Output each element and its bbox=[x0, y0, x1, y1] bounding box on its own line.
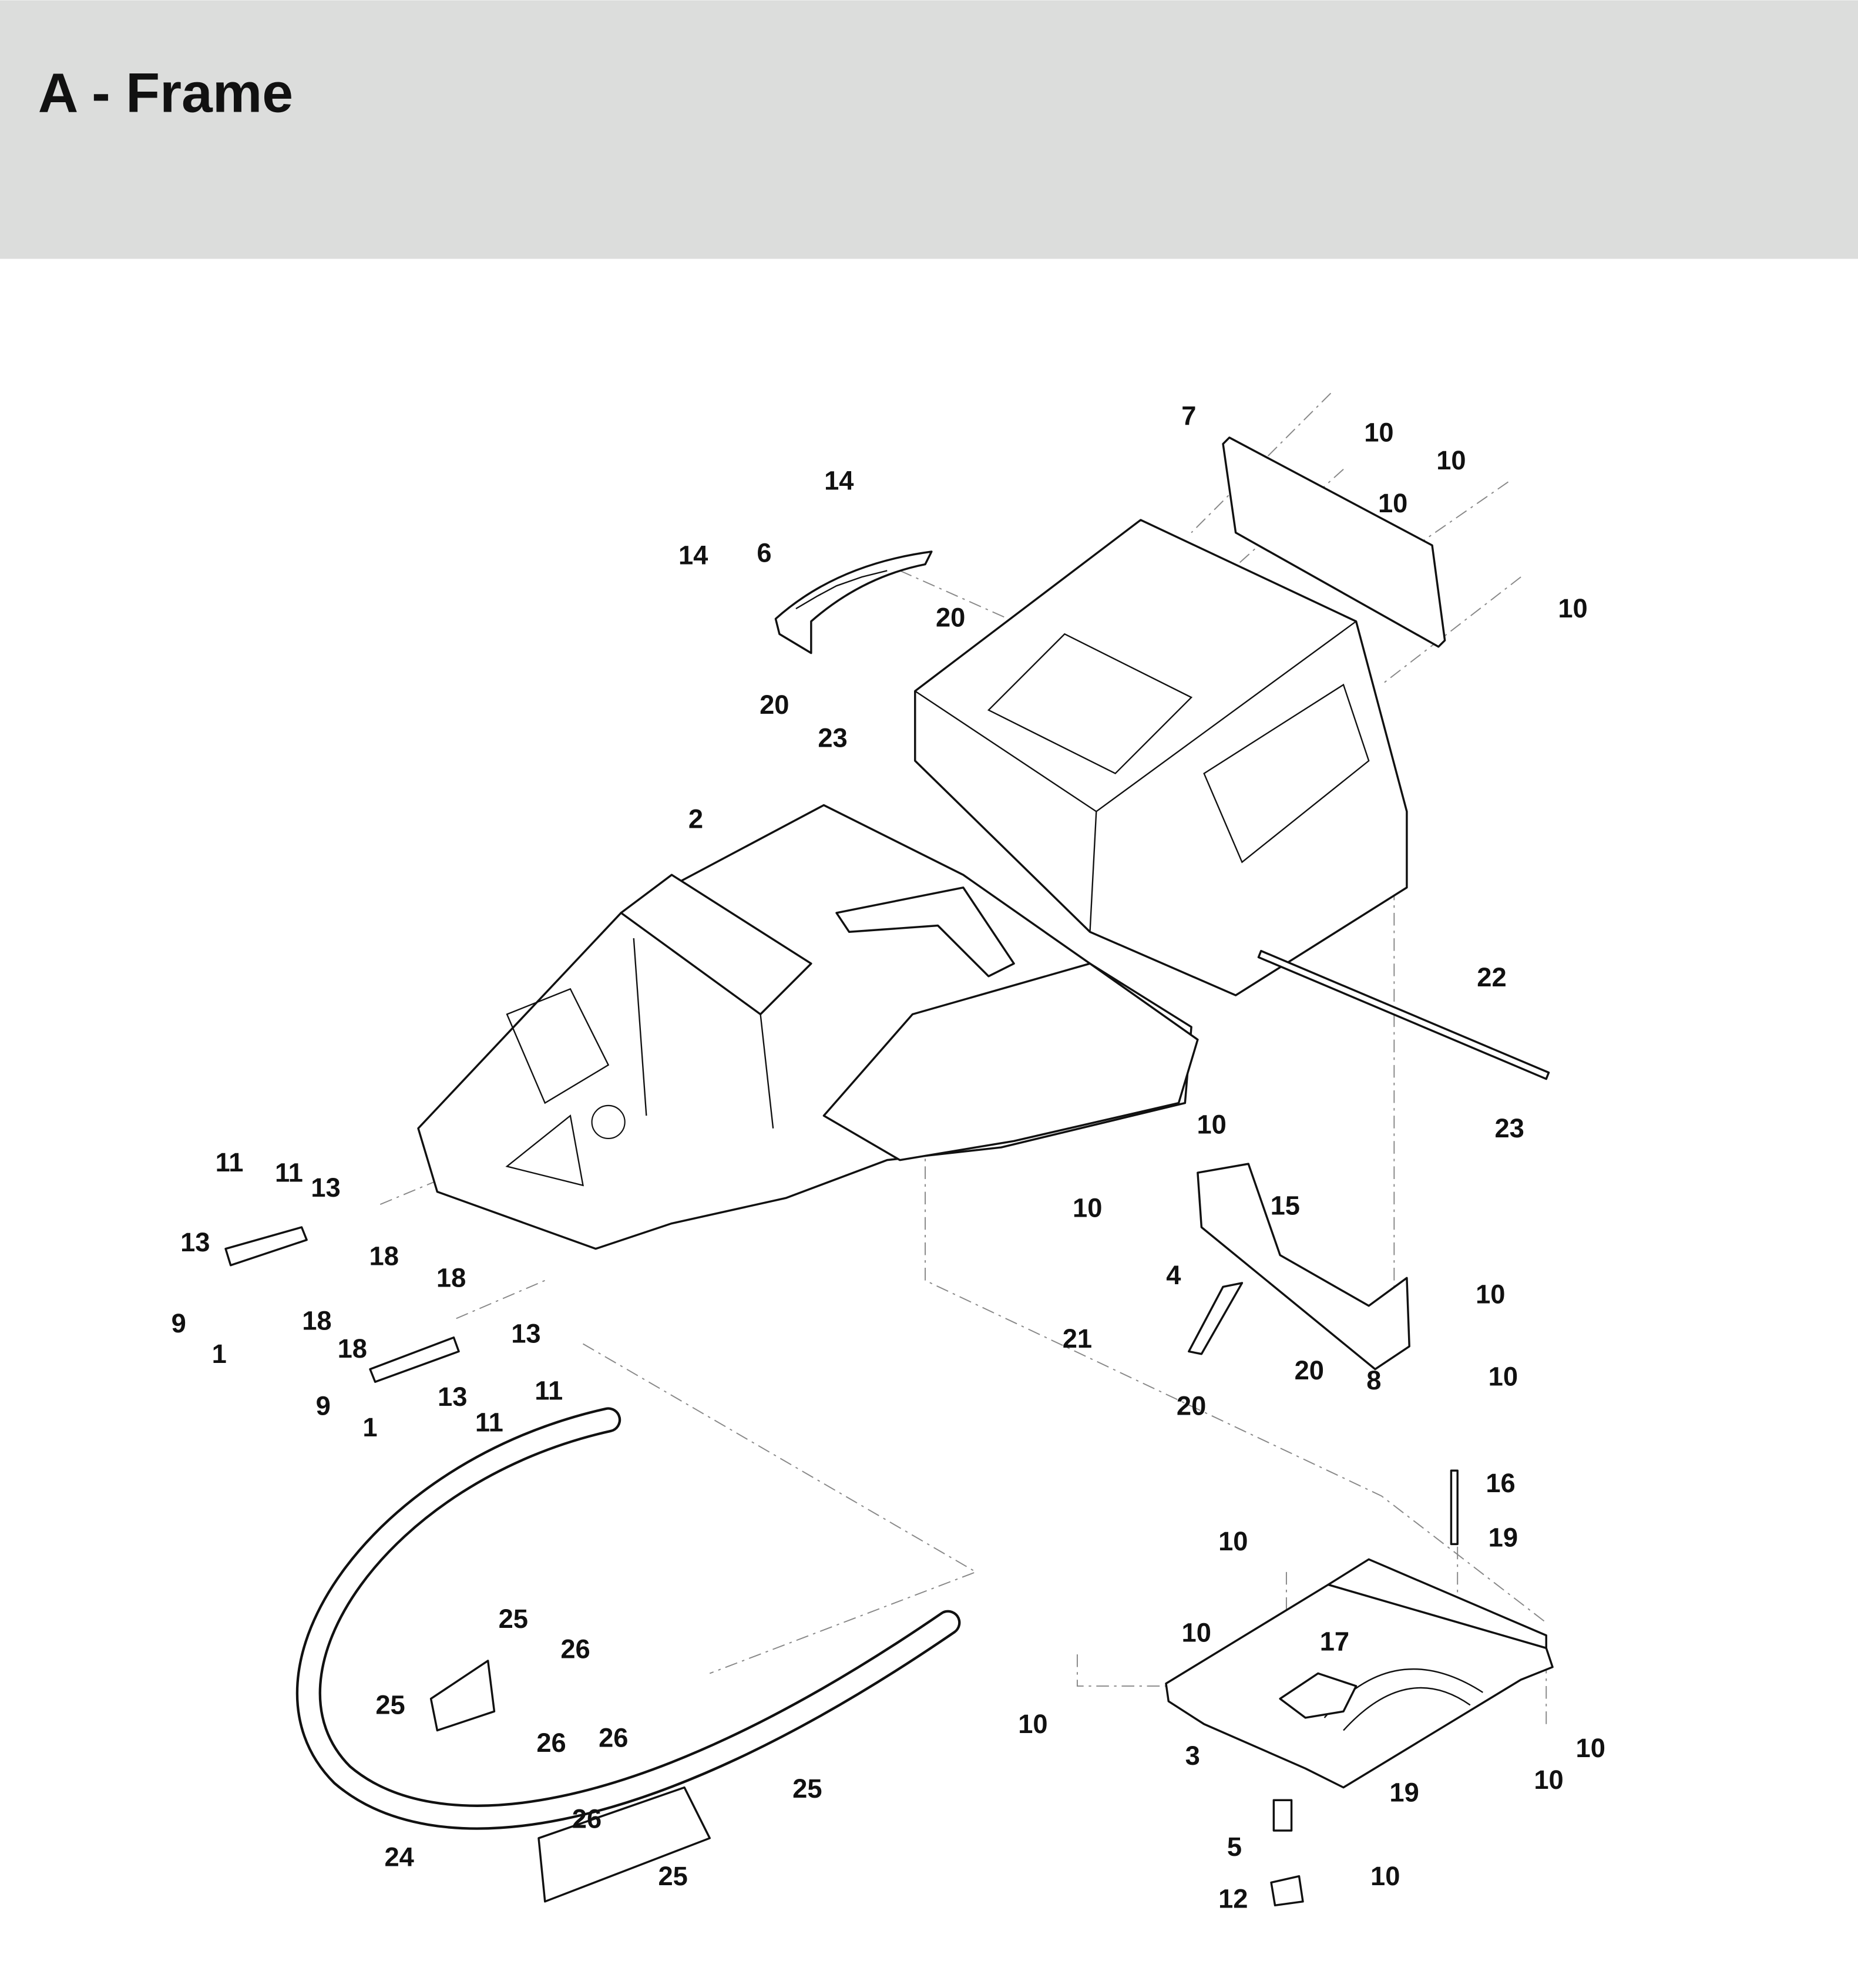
part-17-mount bbox=[1279, 1672, 1358, 1719]
callout-13: 13 bbox=[511, 1318, 540, 1348]
part-5-spacer bbox=[1272, 1799, 1293, 1832]
callout-14: 14 bbox=[678, 540, 708, 570]
callout-23: 23 bbox=[818, 723, 847, 753]
callout-10: 10 bbox=[1378, 488, 1407, 518]
callout-18: 18 bbox=[369, 1241, 399, 1271]
frame-front-support bbox=[620, 874, 812, 1016]
part-22-rod bbox=[1257, 949, 1550, 1080]
callout-18: 18 bbox=[436, 1262, 466, 1292]
callout-1: 1 bbox=[362, 1412, 377, 1442]
callout-10: 10 bbox=[1182, 1618, 1211, 1648]
callout-13: 13 bbox=[438, 1382, 467, 1412]
callout-10: 10 bbox=[1489, 1362, 1518, 1392]
part-6-sector bbox=[774, 550, 933, 654]
callout-26: 26 bbox=[599, 1723, 628, 1753]
callout-15: 15 bbox=[1271, 1190, 1300, 1220]
callout-8: 8 bbox=[1366, 1365, 1381, 1395]
callout-25: 25 bbox=[375, 1690, 405, 1720]
frame-footrest bbox=[822, 962, 1199, 1161]
callout-10: 10 bbox=[1576, 1733, 1605, 1763]
callout-22: 22 bbox=[1477, 962, 1506, 992]
frame-tower bbox=[914, 519, 1408, 996]
part-16-bolt bbox=[1450, 1469, 1459, 1546]
callout-20: 20 bbox=[1295, 1355, 1324, 1385]
callout-11: 11 bbox=[216, 1147, 244, 1177]
callout-25: 25 bbox=[499, 1604, 528, 1634]
callout-23: 23 bbox=[1494, 1113, 1524, 1143]
part-24-bumper bbox=[295, 1407, 961, 1830]
page-title: A - Frame bbox=[38, 62, 293, 124]
callout-10: 10 bbox=[1073, 1193, 1102, 1223]
callout-10: 10 bbox=[1364, 417, 1393, 447]
bumper-bracket-lower bbox=[537, 1786, 711, 1903]
callout-10: 10 bbox=[1436, 445, 1466, 475]
callout-17: 17 bbox=[1320, 1627, 1349, 1657]
callout-10: 10 bbox=[1018, 1709, 1047, 1739]
callout-3: 3 bbox=[1185, 1741, 1200, 1771]
callout-18: 18 bbox=[338, 1334, 367, 1364]
callout-20: 20 bbox=[1177, 1391, 1206, 1421]
callout-13: 13 bbox=[180, 1227, 210, 1257]
frame-crossbar bbox=[835, 886, 1015, 978]
part-8-bracket bbox=[1197, 1163, 1410, 1371]
callout-19: 19 bbox=[1489, 1523, 1518, 1553]
callout-10: 10 bbox=[1534, 1765, 1563, 1795]
callout-13: 13 bbox=[311, 1173, 340, 1203]
callout-16: 16 bbox=[1486, 1468, 1515, 1498]
callout-11: 11 bbox=[475, 1407, 503, 1437]
part-12-bushing bbox=[1270, 1875, 1304, 1907]
callout-26: 26 bbox=[572, 1804, 602, 1834]
callout-5: 5 bbox=[1227, 1832, 1242, 1862]
callout-11: 11 bbox=[275, 1157, 303, 1187]
callout-1: 1 bbox=[212, 1339, 227, 1369]
bumper-bracket-left bbox=[429, 1660, 496, 1732]
callout-7: 7 bbox=[1181, 401, 1196, 431]
part-9-hitch-left bbox=[224, 1226, 308, 1267]
callout-14: 14 bbox=[824, 465, 854, 495]
callout-10: 10 bbox=[1370, 1861, 1400, 1891]
callout-11: 11 bbox=[535, 1375, 563, 1405]
header-band bbox=[0, 0, 1858, 259]
callout-10: 10 bbox=[1476, 1279, 1505, 1309]
callout-26: 26 bbox=[536, 1728, 566, 1758]
callout-20: 20 bbox=[936, 602, 965, 632]
callout-21: 21 bbox=[1063, 1324, 1092, 1354]
callout-20: 20 bbox=[760, 690, 789, 720]
part-4-lever bbox=[1188, 1282, 1244, 1355]
part-24-bumper-inner bbox=[298, 1409, 959, 1828]
part-9-hitch-right bbox=[369, 1336, 460, 1383]
callout-10: 10 bbox=[1558, 593, 1587, 623]
callout-19: 19 bbox=[1389, 1777, 1419, 1807]
main-frame bbox=[417, 519, 1408, 1250]
callout-12: 12 bbox=[1218, 1884, 1248, 1914]
callout-9: 9 bbox=[172, 1308, 186, 1338]
callout-18: 18 bbox=[302, 1306, 331, 1336]
callout-24: 24 bbox=[384, 1842, 414, 1872]
callout-6: 6 bbox=[757, 538, 771, 567]
part-7-cover-plate bbox=[1222, 436, 1446, 648]
callout-9: 9 bbox=[316, 1391, 331, 1421]
callout-26: 26 bbox=[560, 1634, 590, 1664]
part-3-rail bbox=[1327, 1558, 1547, 1650]
callout-2: 2 bbox=[688, 804, 703, 834]
callout-25: 25 bbox=[658, 1861, 687, 1891]
callout-10: 10 bbox=[1197, 1109, 1226, 1139]
callout-25: 25 bbox=[792, 1774, 822, 1804]
callout-10: 10 bbox=[1218, 1526, 1248, 1556]
callout-4: 4 bbox=[1166, 1260, 1181, 1290]
